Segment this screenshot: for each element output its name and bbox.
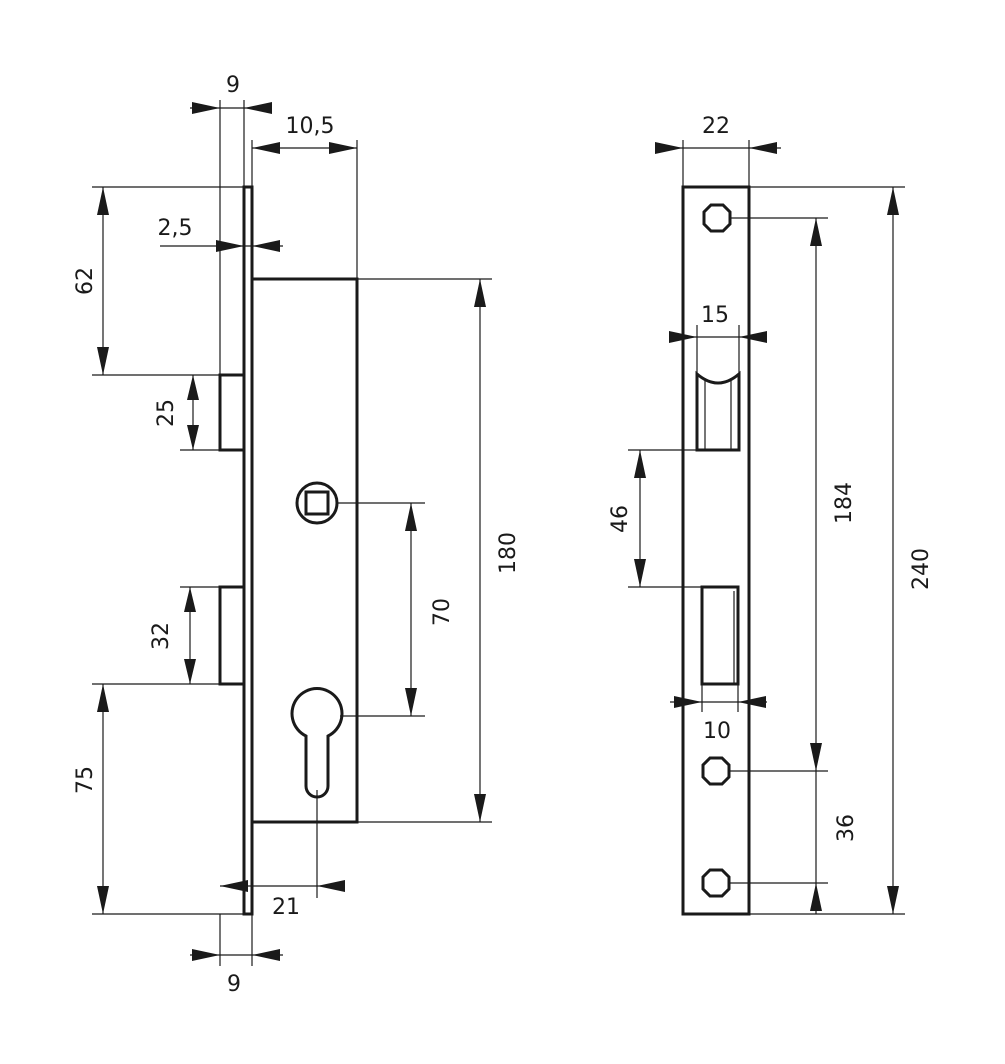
dim-opening-spacing: 46 <box>608 505 633 533</box>
dim-strike-width: 22 <box>702 114 730 139</box>
dim-latch-opening-width: 15 <box>701 303 729 328</box>
latch-opening <box>695 370 741 452</box>
latch-bolt <box>218 373 246 452</box>
dim-left-top-width: 9 <box>226 73 240 98</box>
lock-body-dimension-labels: 9 10,5 2,5 62 25 70 180 32 75 21 9 <box>73 73 521 997</box>
follower-hub <box>295 481 339 525</box>
lock-body-view <box>218 185 359 916</box>
cylinder-hole <box>290 687 344 799</box>
dim-strike-total-length: 240 <box>909 548 934 590</box>
strike-plate-view <box>681 185 751 916</box>
lock-body-dimension-lines <box>92 100 492 966</box>
lock-case <box>250 277 359 824</box>
dim-screw-spacing-short: 36 <box>834 814 859 842</box>
strike-plate <box>681 185 751 916</box>
dim-bottom-to-bolt: 75 <box>73 766 98 794</box>
dim-left-bottom-width: 9 <box>227 972 241 997</box>
dim-bolt-opening-width: 10 <box>703 719 731 744</box>
dim-screw-spacing-long: 184 <box>832 482 857 524</box>
dim-latch-height: 25 <box>154 399 179 427</box>
screw-hole-middle <box>701 756 731 786</box>
strike-plate-dimension-lines <box>628 140 905 915</box>
dim-bolt-height: 32 <box>149 622 174 650</box>
dim-follower-to-cylinder: 70 <box>430 598 455 626</box>
dim-case-height: 180 <box>496 532 521 574</box>
screw-hole-top <box>702 203 732 233</box>
bolt-opening <box>700 585 740 686</box>
dim-backset: 21 <box>272 895 300 920</box>
dead-bolt <box>218 585 246 686</box>
dim-faceplate-to-case: 10,5 <box>286 114 335 139</box>
dim-top-to-latch: 62 <box>73 267 98 295</box>
strike-plate-dimension-labels: 22 15 46 10 184 36 240 <box>608 114 934 842</box>
dim-faceplate-thickness: 2,5 <box>158 216 193 241</box>
screw-hole-bottom <box>701 868 731 898</box>
